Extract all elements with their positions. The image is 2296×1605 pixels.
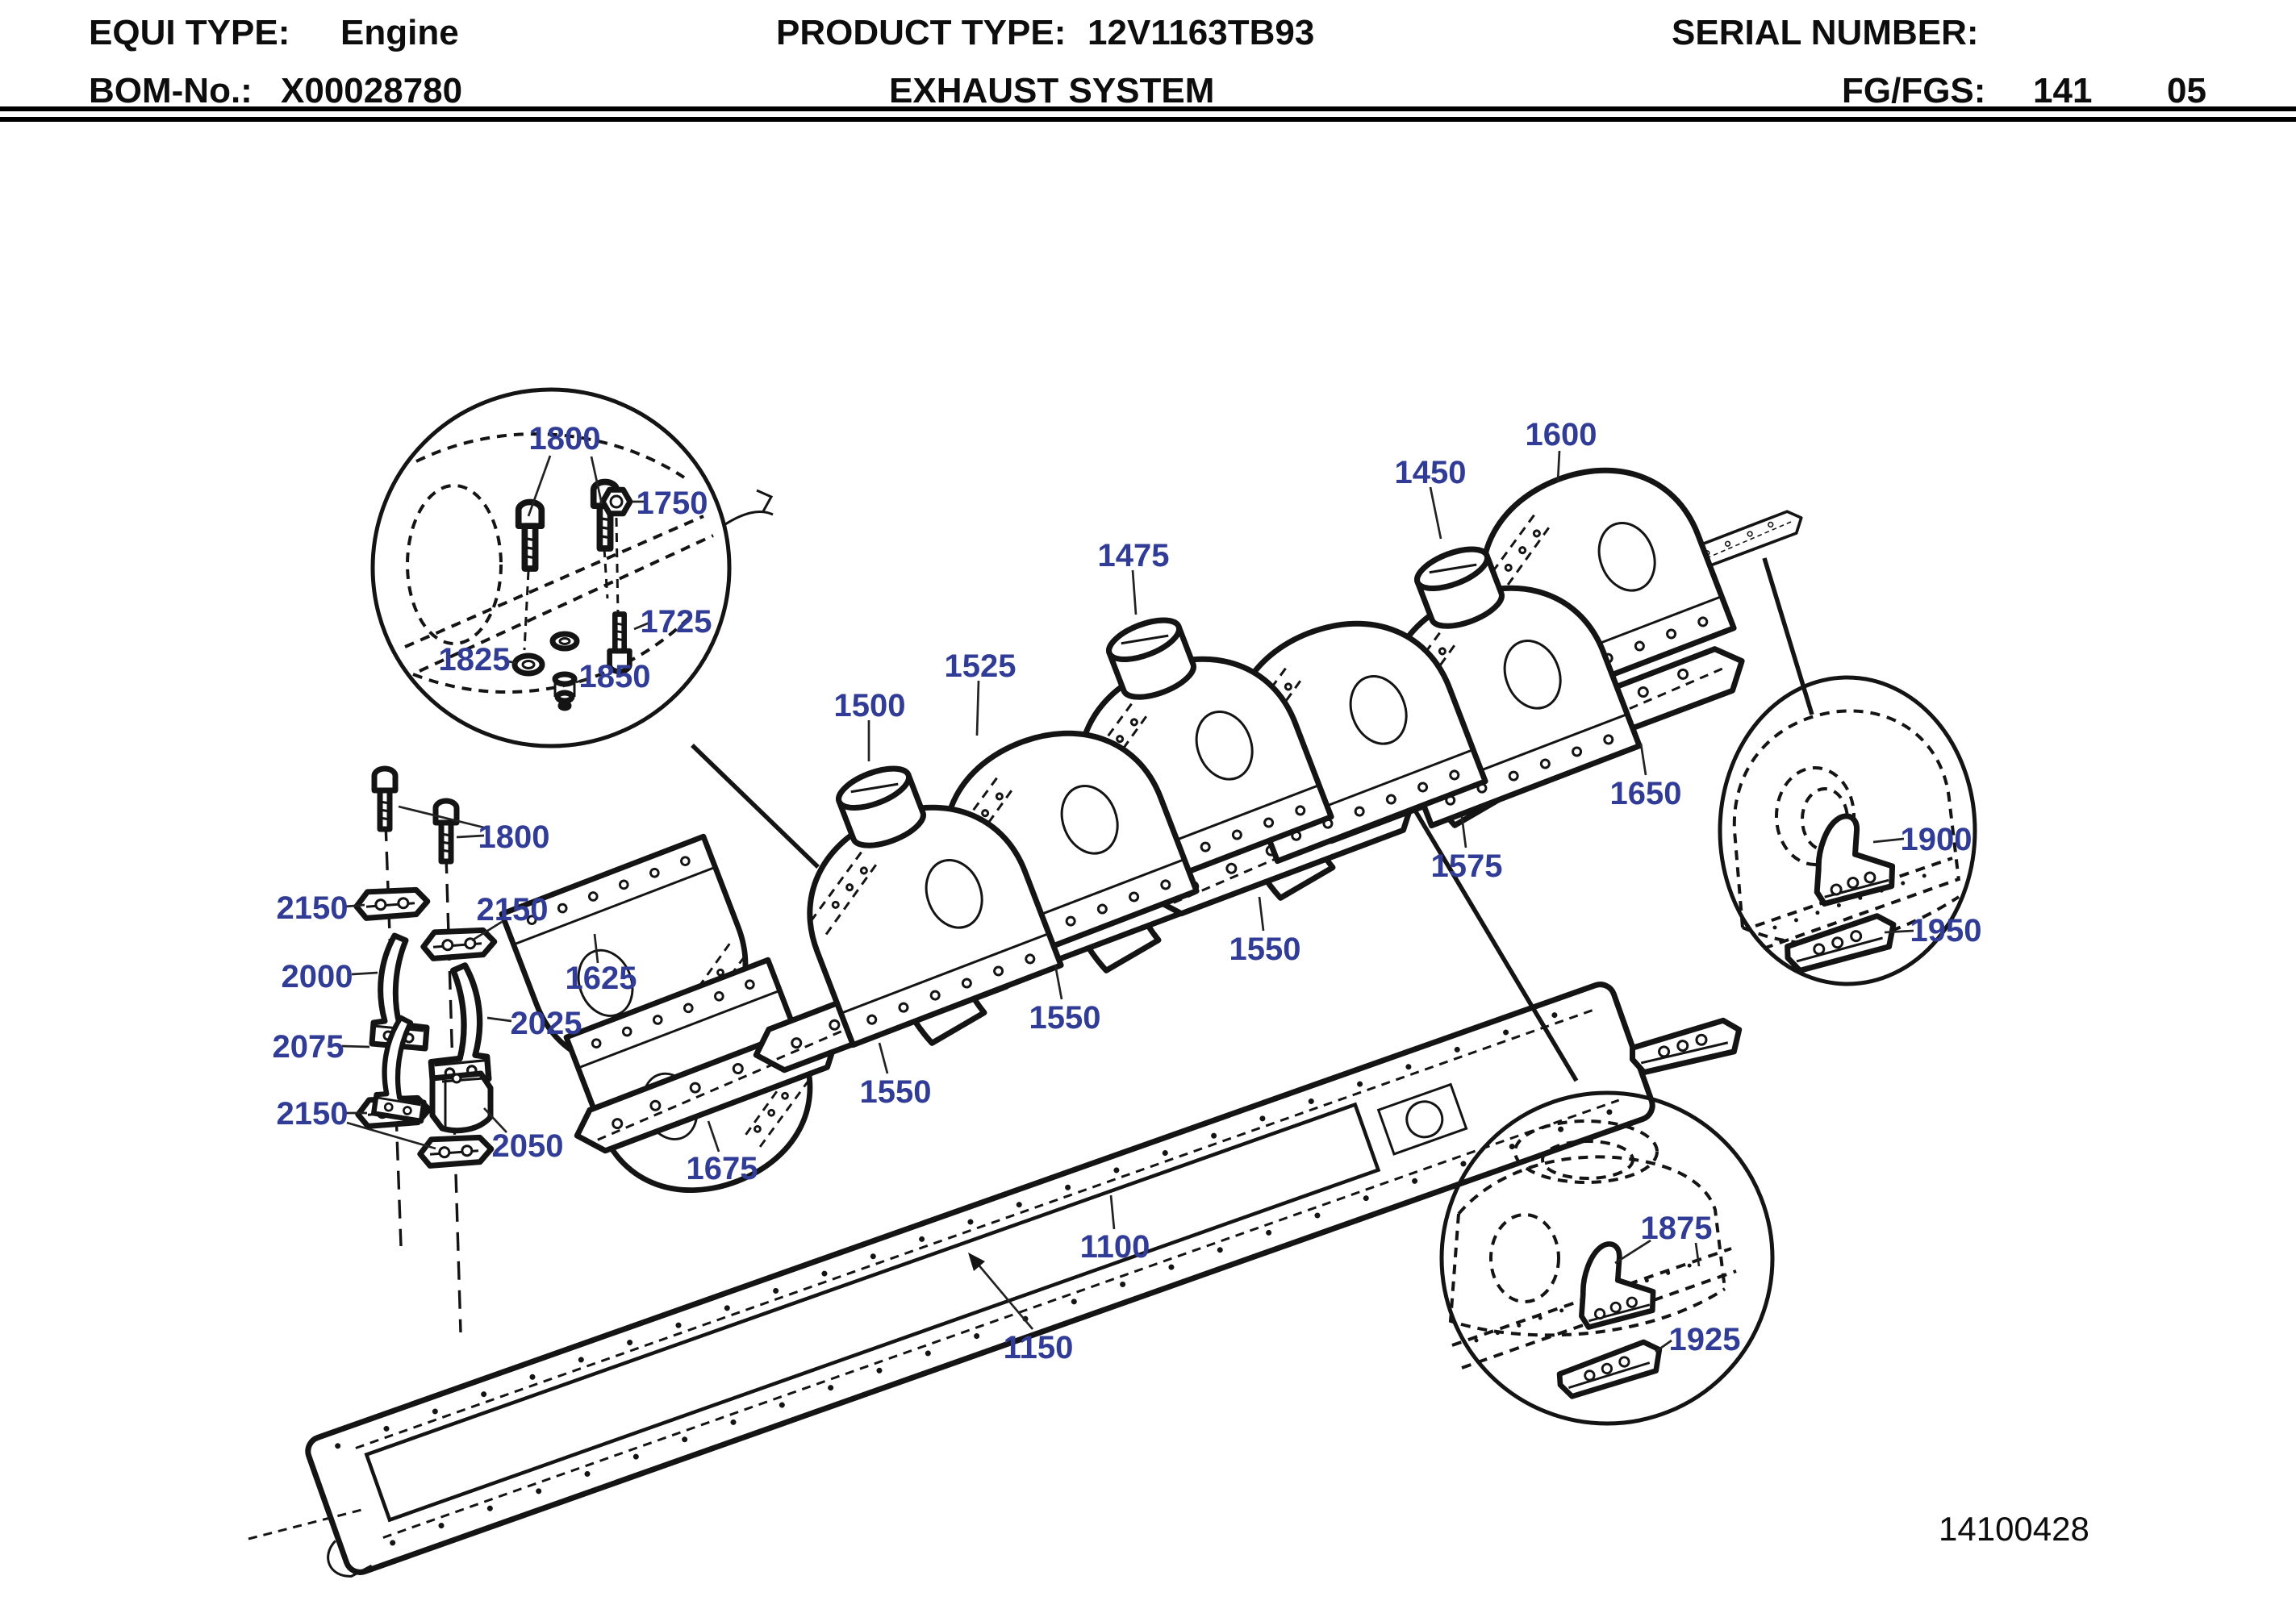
detail-connector-line [1412, 807, 1579, 1082]
part-label-1950: 1950 [1910, 913, 1982, 948]
retainer-plate-1950 [1784, 914, 1899, 973]
part-label-1550-left: 1550 [860, 1074, 932, 1110]
arrowhead-1150 [968, 1253, 985, 1271]
construction-dashed-line [248, 1507, 365, 1540]
header-rule-bottom [0, 117, 2296, 122]
product-name-title: EXHAUST SYSTEM [889, 71, 1215, 110]
part-label-1600: 1600 [1526, 417, 1597, 452]
retainer-bracket-1875 [1568, 1237, 1658, 1328]
washer-pair-1825 [511, 631, 580, 677]
equi-type-value: Engine [340, 13, 459, 52]
support-bracket-2025 [431, 965, 488, 1084]
part-label-2000: 2000 [282, 959, 353, 994]
retainer-bracket-1900 [1803, 809, 1897, 905]
detail-connector-line [1762, 557, 1814, 715]
plate-end-bracket [1629, 1019, 1743, 1073]
part-label-1500: 1500 [834, 688, 906, 723]
hex-bolt-1800-right [436, 801, 457, 861]
part-label-1750: 1750 [637, 486, 708, 521]
header-rule-top [0, 106, 2296, 111]
detail-circle-bracket-lower [1439, 1090, 1775, 1426]
part-label-1800: 1800 [478, 819, 550, 855]
part-label-1475: 1475 [1098, 538, 1170, 573]
leader-lines [341, 450, 1914, 1353]
part-label-2150-top: 2150 [277, 890, 349, 926]
detail-connector-line [691, 744, 820, 869]
fg-fgs-label: FG/FGS: [1842, 71, 1986, 110]
part-label-1800-detail: 1800 [529, 421, 601, 456]
detail-circle-fasteners [370, 387, 774, 748]
equi-type-label: EQUI TYPE: [89, 13, 290, 52]
bom-no-label: BOM-No.: [89, 71, 253, 110]
part-label-1575: 1575 [1431, 848, 1503, 884]
part-label-1100: 1100 [1080, 1229, 1150, 1265]
base-plate-1100 [305, 982, 1655, 1578]
part-label-1925: 1925 [1669, 1322, 1741, 1357]
hex-bolt-1800-left [374, 769, 395, 829]
product-type-value: 12V1163TB93 [1087, 13, 1315, 52]
serial-number-label: SERIAL NUMBER: [1672, 13, 1979, 52]
drawing-number: 14100428 [1939, 1510, 2089, 1548]
part-label-1875: 1875 [1641, 1211, 1713, 1246]
part-label-1550-right: 1550 [1229, 932, 1301, 967]
part-label-2025: 2025 [511, 1006, 582, 1041]
part-label-1625: 1625 [566, 961, 637, 996]
retainer-plate-1925 [1555, 1339, 1665, 1398]
part-label-2150-mid: 2150 [477, 892, 549, 928]
part-label-1550-mid: 1550 [1029, 1000, 1101, 1036]
detail-circle-bracket-upper [1718, 675, 1977, 986]
part-label-1900: 1900 [1901, 822, 1972, 857]
part-label-1150: 1150 [1004, 1330, 1074, 1365]
part-label-1675: 1675 [687, 1151, 758, 1186]
part-label-1825: 1825 [439, 642, 511, 677]
clamp-plate-2150 [355, 884, 429, 923]
bom-no-value: X00028780 [281, 71, 463, 110]
part-label-2050: 2050 [492, 1128, 564, 1164]
part-label-1525: 1525 [945, 648, 1017, 684]
hex-nut-1750 [599, 486, 633, 517]
support-bracket-2050 [432, 1073, 491, 1131]
grommet-1850 [552, 671, 578, 711]
leader-1150 [971, 1257, 1034, 1330]
clamp-plate-2150 [422, 924, 496, 963]
fg-fgs-value: 141 [2033, 71, 2093, 110]
part-label-1450: 1450 [1395, 455, 1467, 490]
part-label-2150-bottom: 2150 [277, 1096, 349, 1132]
clamp-plate-2150 [419, 1132, 493, 1170]
part-label-1725: 1725 [641, 604, 712, 640]
part-label-1650: 1650 [1610, 776, 1682, 811]
product-type-label: PRODUCT TYPE: [776, 13, 1067, 52]
fg-fgs-sheet: 05 [2167, 71, 2206, 110]
part-label-2075: 2075 [273, 1029, 344, 1065]
part-label-1850: 1850 [579, 659, 651, 694]
